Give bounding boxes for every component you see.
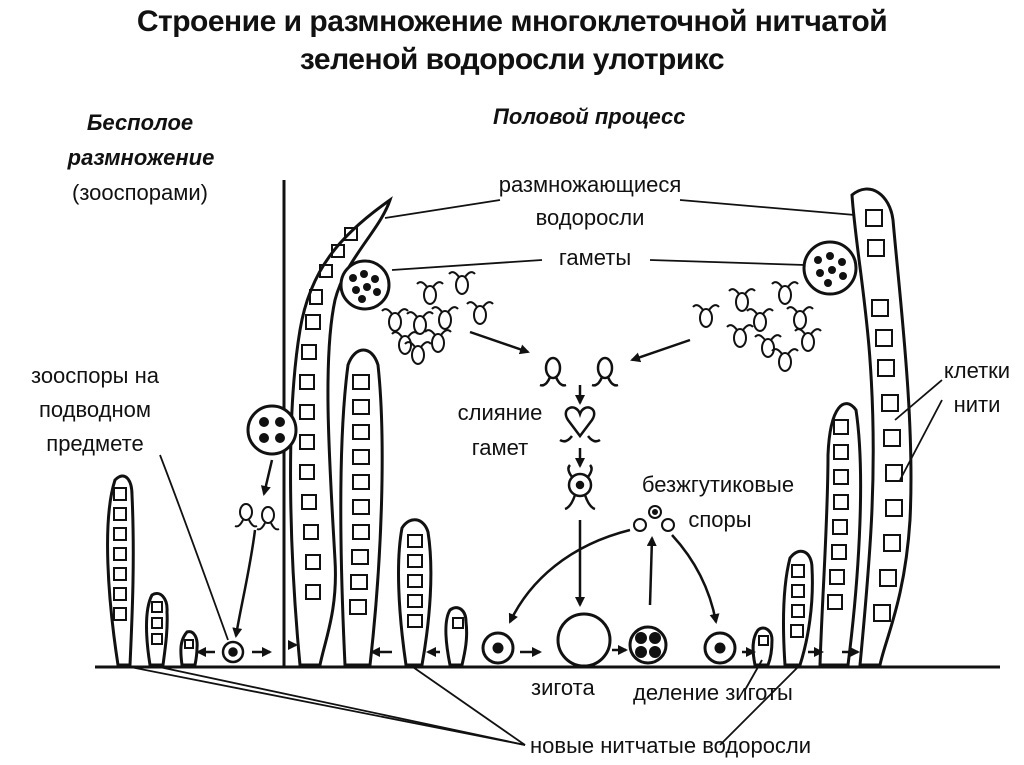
reproducing-filament-left xyxy=(246,196,393,667)
zoospores-released xyxy=(234,503,280,531)
label-zoospores-line-2: подводном xyxy=(38,397,152,422)
label-gamete-fusion-line-2: гамет xyxy=(471,435,529,460)
asexual-heading-line-1: Бесполое xyxy=(86,110,194,135)
label-zygote: зигота xyxy=(531,675,595,700)
asexual-heading-line-2: размножение xyxy=(67,145,215,170)
zygote xyxy=(556,612,612,668)
reproducing-filament-right xyxy=(802,187,913,667)
fusing-gametes xyxy=(539,356,619,511)
flagellaless-spores-group xyxy=(633,505,675,532)
label-zygote-division: деление зиготы xyxy=(633,680,793,705)
label-reproducing-algae-line-1: размножающиеся xyxy=(498,172,682,197)
label-flagellaless-spores-line-1: безжгутиковые xyxy=(641,472,795,497)
gametes-left-cluster xyxy=(381,271,494,365)
label-filament-cells-line-2: нити xyxy=(953,392,1001,417)
arrows xyxy=(196,330,860,657)
label-reproducing-algae-line-2: водоросли xyxy=(535,205,645,230)
spore-left xyxy=(481,631,515,665)
label-zoospores-line-1: зооспоры на xyxy=(30,363,159,388)
label-new-filamentous-algae: новые нитчатые водоросли xyxy=(530,733,812,758)
label-gametes: гаметы xyxy=(558,245,632,270)
diagram-title-line-2: зеленой водоросли улотрикс xyxy=(299,43,725,76)
filament-cells xyxy=(113,374,849,649)
label-zoospores-line-3: предмете xyxy=(46,431,144,456)
spore-right xyxy=(703,631,737,665)
label-pointers xyxy=(119,199,943,746)
sexual-process-heading: Половой процесс xyxy=(493,104,686,129)
dividing-zygote xyxy=(628,625,668,665)
label-flagellaless-spores-line-2: споры xyxy=(688,507,752,532)
gametes-right-cluster xyxy=(692,281,822,372)
asexual-heading-line-3: (зооспорами) xyxy=(72,180,208,205)
label-filament-cells-line-1: клетки xyxy=(943,358,1011,383)
diagram-title-line-1: Строение и размножение многоклеточной ни… xyxy=(136,5,888,38)
attached-zoospore xyxy=(221,640,245,664)
label-gamete-fusion-line-1: слияние xyxy=(457,400,543,425)
